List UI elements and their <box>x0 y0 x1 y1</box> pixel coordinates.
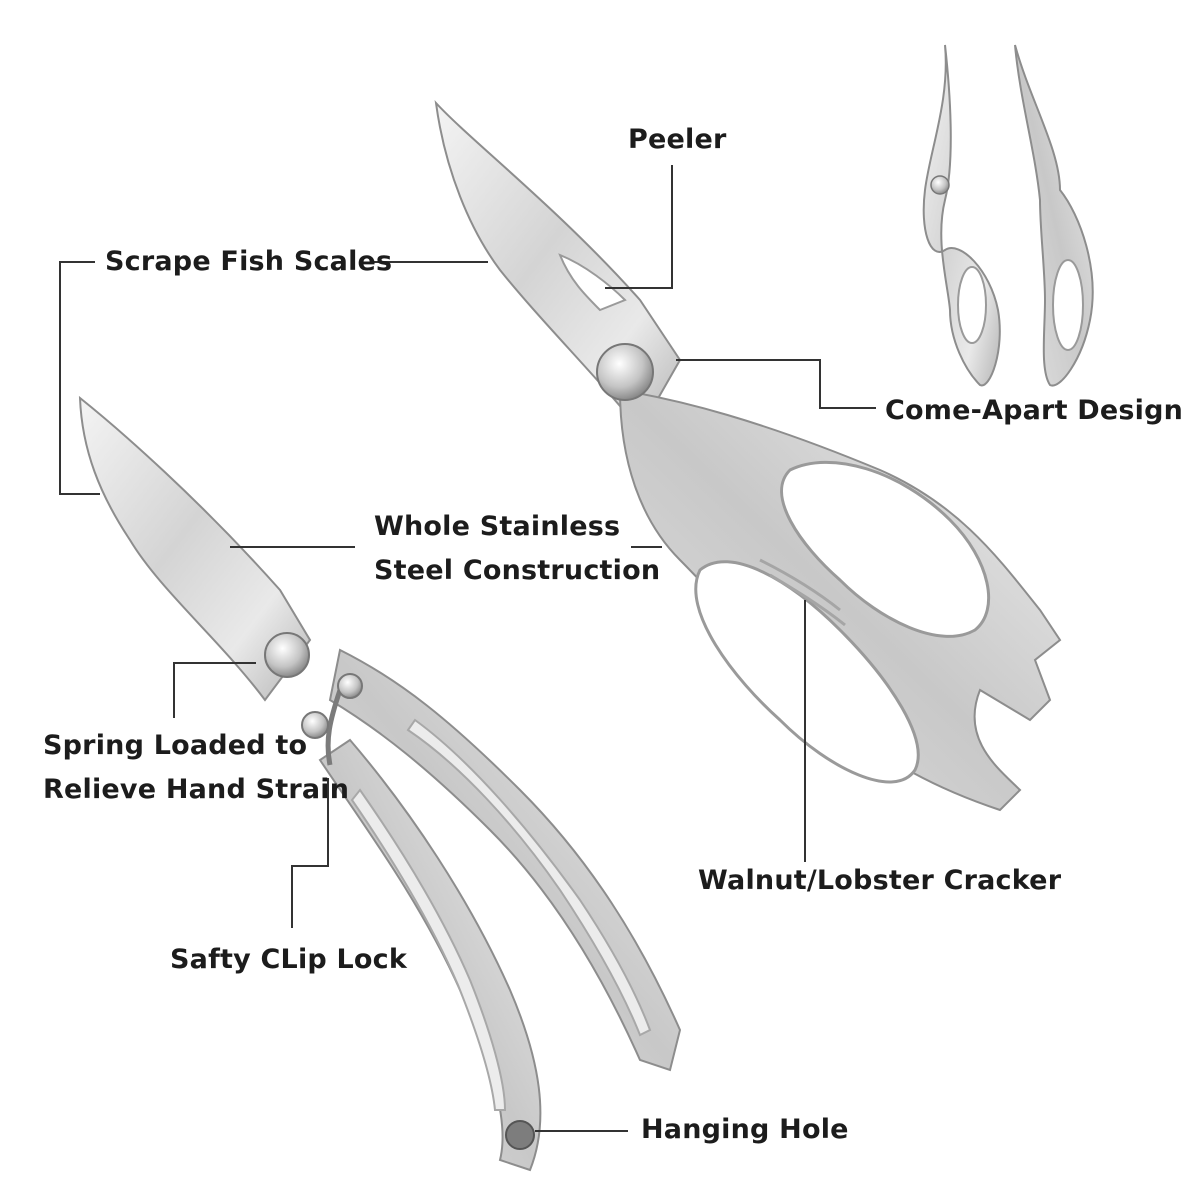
callout-safety-clip-lock: Safty CLip Lock <box>170 938 407 982</box>
kitchen-shears-right <box>434 99 1062 812</box>
callout-scrape-fish-scales-text: Scrape Fish Scales <box>105 246 393 277</box>
callout-come-apart-design: Come-Apart Design <box>885 389 1183 433</box>
leader-scrape-fish-scales-left <box>59 261 100 495</box>
safety-clip-knob <box>337 673 363 699</box>
blade-slot-right <box>558 253 627 312</box>
pivot-screw-left <box>264 632 310 678</box>
callout-scrape-fish-scales: Scrape Fish Scales <box>105 240 392 284</box>
safety-clip-base <box>301 711 329 739</box>
callout-spring-loaded-line1: Spring Loaded to <box>43 730 308 761</box>
handle-body-right <box>618 388 1062 812</box>
callout-whole-stainless-line2: Steel Construction <box>374 555 661 586</box>
callout-peeler: Peeler <box>628 118 727 162</box>
finger-loop-upper-right <box>780 460 991 638</box>
serrated-blade-left <box>78 395 312 702</box>
callout-walnut-lobster-cracker-text: Walnut/Lobster Cracker <box>698 865 1062 896</box>
poultry-shears-left <box>78 395 682 1172</box>
handle-upper-left <box>328 648 682 1072</box>
callout-spring-loaded-line2: Relieve Hand Strain <box>43 774 350 805</box>
leader-spring-loaded <box>173 662 256 718</box>
inset-loop-right <box>1052 259 1084 351</box>
callout-safety-clip-lock-text: Safty CLip Lock <box>170 944 408 975</box>
walnut-cracker-ridges <box>759 558 846 627</box>
leader-lines <box>59 165 876 1132</box>
inset-pivot-left <box>930 175 950 195</box>
callout-whole-stainless: Whole Stainless Steel Construction <box>374 505 660 593</box>
callout-peeler-text: Peeler <box>628 124 727 155</box>
callout-hanging-hole-text: Hanging Hole <box>641 1114 849 1145</box>
inset-half-left <box>922 44 1001 387</box>
hanging-hole <box>505 1120 535 1150</box>
come-apart-inset <box>922 44 1094 387</box>
leader-safety-clip <box>291 778 329 928</box>
callout-spring-loaded: Spring Loaded to Relieve Hand Strain <box>43 724 349 812</box>
inset-half-right <box>1014 44 1094 387</box>
pivot-screw-right <box>596 343 654 401</box>
leader-peeler <box>605 165 673 289</box>
leader-come-apart <box>676 359 876 409</box>
handle-groove-upper-left <box>406 718 652 1037</box>
callout-whole-stainless-line1: Whole Stainless <box>374 511 621 542</box>
callout-hanging-hole: Hanging Hole <box>641 1108 849 1152</box>
spring-left <box>325 689 343 766</box>
callout-come-apart-design-text: Come-Apart Design <box>885 395 1184 426</box>
handle-groove-lower-left <box>350 788 507 1111</box>
inset-loop-left <box>957 266 987 344</box>
callout-walnut-lobster-cracker: Walnut/Lobster Cracker <box>698 859 1061 903</box>
